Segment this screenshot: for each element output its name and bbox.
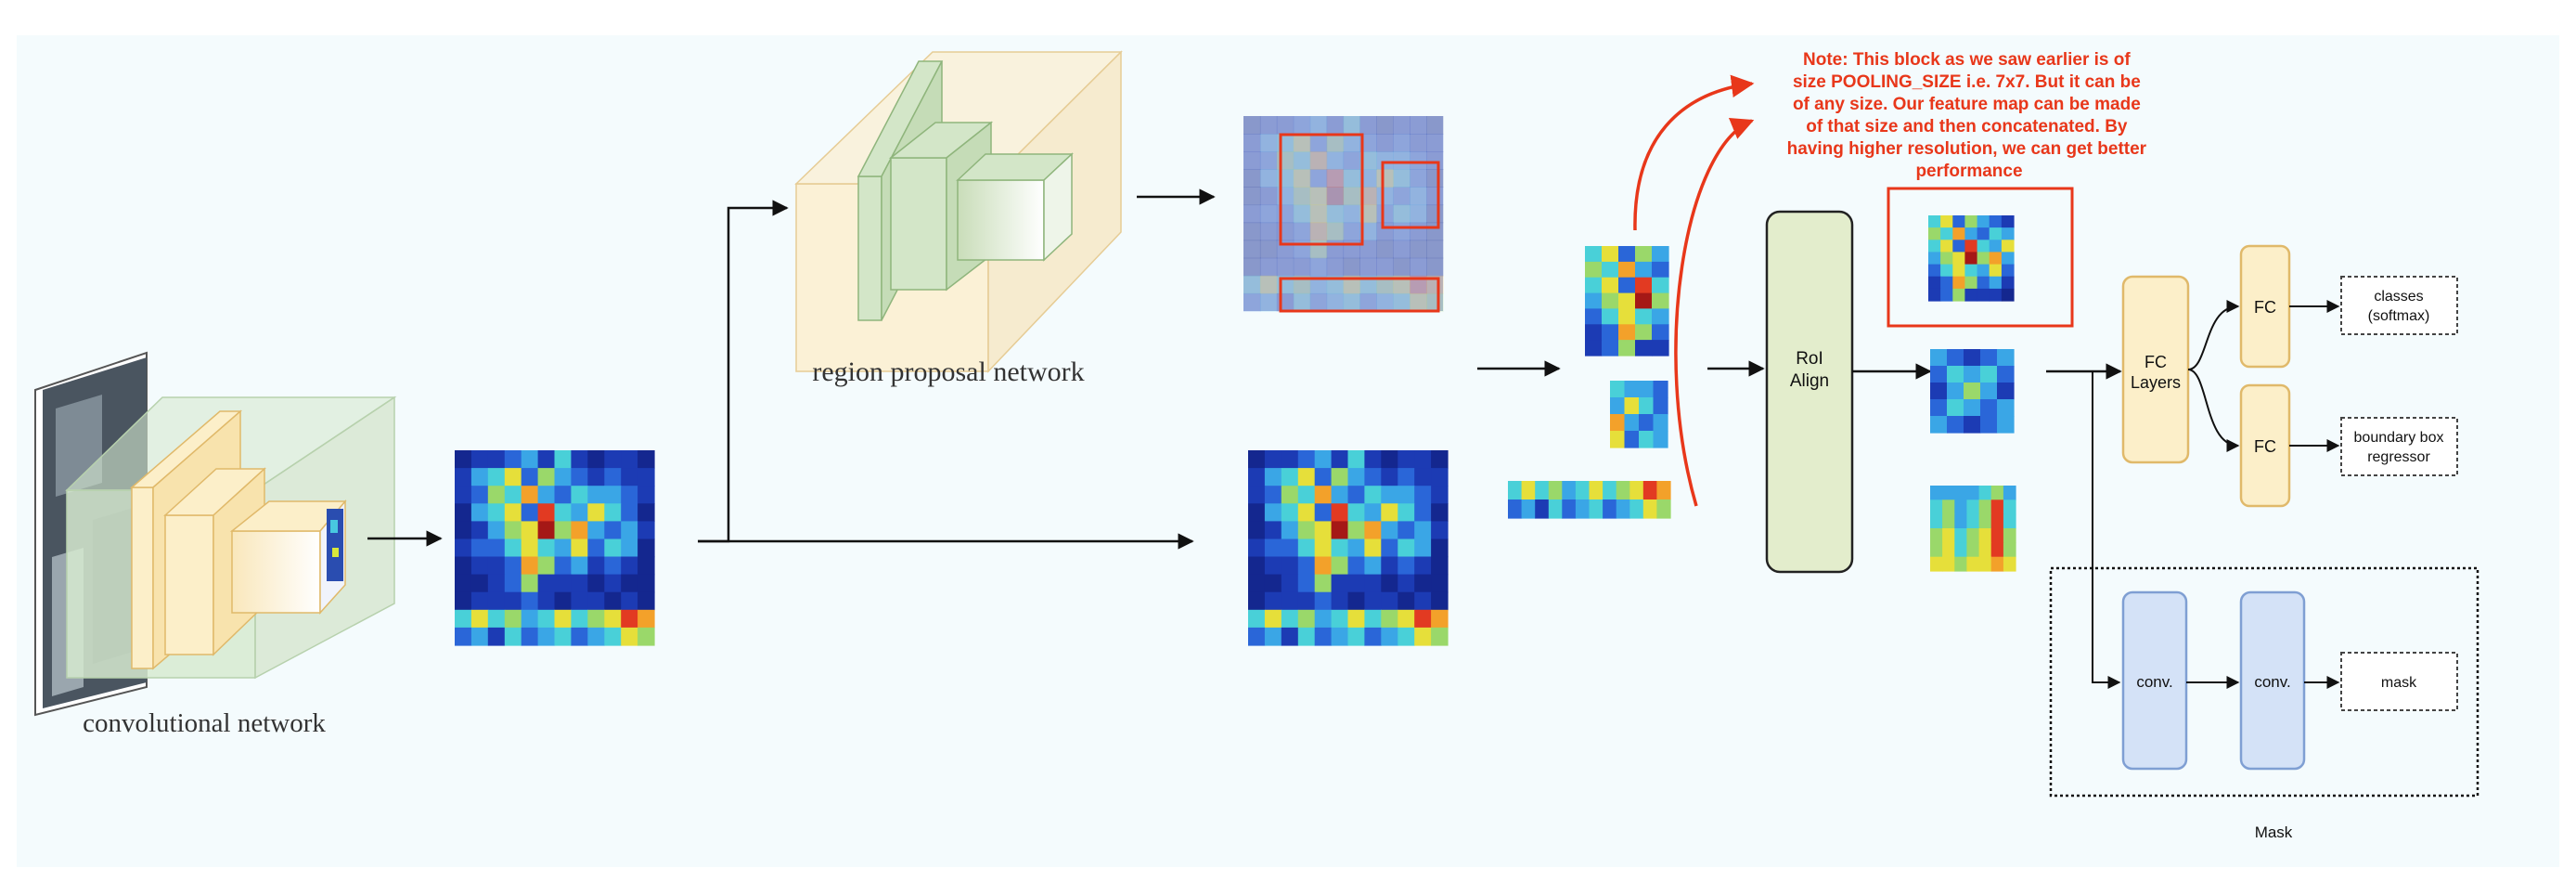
proposal-box-3 xyxy=(1279,277,1440,313)
conv-2-label: conv. xyxy=(2254,673,2290,691)
conv-1-block xyxy=(2121,590,2188,771)
proposal-box-2 xyxy=(1381,161,1440,229)
cnn-slab-2 xyxy=(164,514,214,655)
pooled-1 xyxy=(1928,215,2015,302)
mask-output xyxy=(2340,652,2458,711)
feature-map-copy xyxy=(1248,450,1449,646)
note-line-5: having higher resolution, we can get bet… xyxy=(1787,139,2147,159)
fc-layers-label-1: FC xyxy=(2145,353,2167,371)
roi-align-block xyxy=(1765,210,1854,574)
arrow-fclayers-to-fc-bottom xyxy=(2187,369,2240,452)
mask-group-box xyxy=(2049,566,2479,798)
bbox-label-2: regressor xyxy=(2367,449,2430,465)
feature-map xyxy=(455,450,655,646)
rpn-label: region proposal network xyxy=(812,357,1084,387)
note-line-3: of any size. Our feature map can be made xyxy=(1793,95,2141,114)
fc-bottom-label: FC xyxy=(2254,437,2276,456)
roi-crop-2 xyxy=(1610,381,1668,448)
note-arrow-1 xyxy=(1633,74,1755,231)
cnn-slab-1 xyxy=(131,486,154,669)
highlight-box xyxy=(1887,187,2074,328)
roi-crop-3 xyxy=(1508,481,1671,519)
rpn-block xyxy=(794,50,1123,373)
note-line-6: performance xyxy=(1915,162,2022,181)
roi-crop-1 xyxy=(1585,246,1669,357)
conv-1-label: conv. xyxy=(2136,673,2172,691)
note-line-1: Note: This block as we saw earlier is of xyxy=(1803,50,2131,70)
mask-output-label: mask xyxy=(2381,675,2417,691)
arrow-to-mask-head xyxy=(2092,371,2121,689)
cnn-block xyxy=(65,396,397,680)
cnn-label: convolutional network xyxy=(83,708,326,738)
note-line-2: size POOLING_SIZE i.e. 7x7. But it can b… xyxy=(1793,72,2141,92)
fc-layers-label-2: Layers xyxy=(2131,373,2181,392)
roi-align-label-2: Align xyxy=(1790,371,1829,391)
proposal-box-1 xyxy=(1279,133,1364,246)
mask-group-label: Mask xyxy=(2255,824,2293,841)
note-text: Note: This block as we saw earlier is of… xyxy=(1787,50,2152,181)
bbox-output xyxy=(2340,417,2458,476)
classes-label-1: classes xyxy=(2374,289,2423,305)
note-arrow-2 xyxy=(1674,118,1755,507)
classes-label-2: (softmax) xyxy=(2368,308,2430,324)
proposal-map xyxy=(1243,116,1444,312)
roi-align-label-1: RoI xyxy=(1796,349,1823,369)
arrow-fclayers-to-fc-top xyxy=(2187,300,2240,370)
fc-top-label: FC xyxy=(2254,298,2276,317)
classes-output xyxy=(2340,276,2458,335)
pooled-2 xyxy=(1930,349,2015,434)
bbox-label-1: boundary box xyxy=(2354,430,2444,446)
pooled-3 xyxy=(1930,486,2016,572)
conv-2-block xyxy=(2239,590,2306,771)
cnn-slab-3 xyxy=(231,530,321,614)
note-line-4: of that size and then concatenated. By xyxy=(1806,117,2128,136)
